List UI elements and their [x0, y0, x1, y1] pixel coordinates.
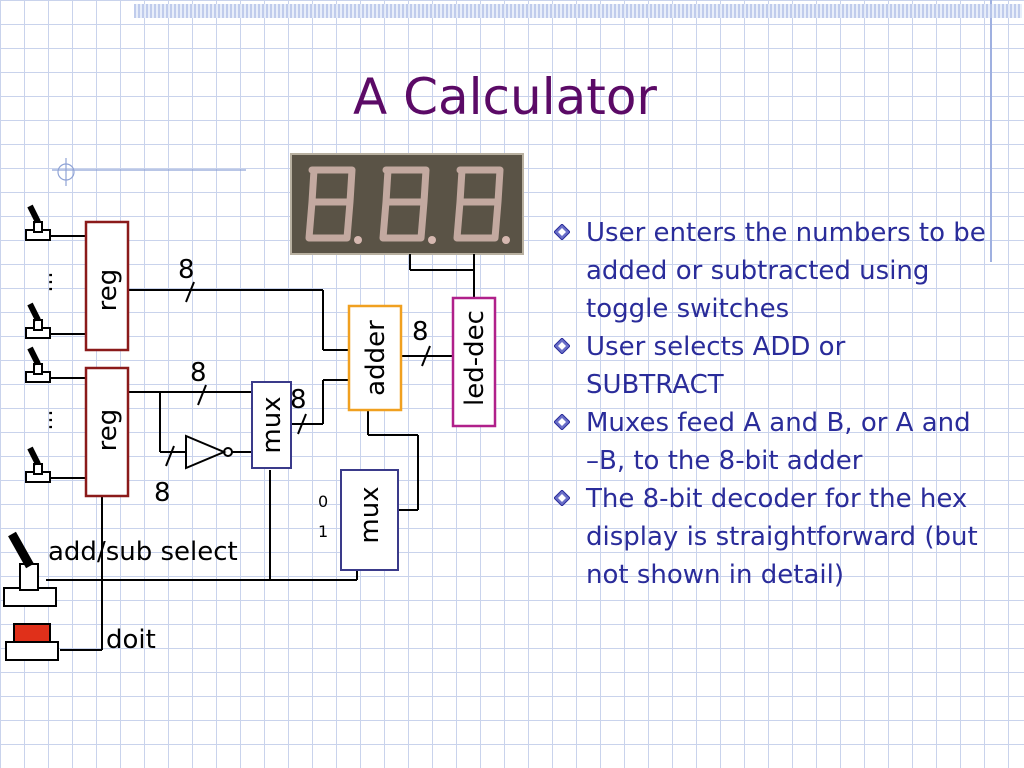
bottom-register: reg — [84, 366, 130, 498]
diamond-bullet-icon — [554, 224, 570, 240]
doit-label: doit — [106, 625, 156, 655]
bullet-text: User enters the numbers to be added or s… — [586, 218, 986, 324]
right-margin-line — [990, 0, 992, 262]
inverter-icon — [185, 434, 233, 470]
bus-width-label: 8 — [178, 255, 195, 285]
add-sub-select-switch-icon[interactable] — [3, 531, 57, 607]
bus-width-label: 8 — [412, 317, 429, 347]
adder-label: adder — [361, 320, 391, 396]
margin-decoration — [52, 158, 246, 186]
bullet-list: User enters the numbers to be added or s… — [548, 214, 988, 594]
bus-width-label: 8 — [290, 385, 307, 415]
decor-band-in-view — [134, 4, 1022, 18]
switch-ellipsis: ... — [33, 272, 58, 293]
mux-input-0-label: 0 — [318, 492, 328, 511]
calculator-diagram: reg reg mux adder led-dec mux 8 8 8 8 8 … — [3, 153, 524, 661]
wires — [46, 235, 475, 651]
bullet-item: Muxes feed A and B, or A and –B, to the … — [548, 404, 988, 480]
led-decoder: led-dec — [451, 296, 497, 428]
bullet-text: User selects ADD or SUBTRACT — [586, 332, 846, 400]
top-register: reg — [84, 220, 130, 352]
bullet-text: Muxes feed A and B, or A and –B, to the … — [586, 408, 971, 476]
toggle-switch-icon[interactable] — [25, 302, 51, 339]
mux-carry: mux — [340, 469, 399, 571]
switch-ellipsis: ... — [33, 410, 58, 431]
bullet-item: The 8-bit decoder for the hex display is… — [548, 480, 988, 594]
bottom-register-label: reg — [93, 409, 123, 452]
diamond-bullet-icon — [554, 414, 570, 430]
diamond-bullet-icon — [554, 338, 570, 354]
mux-carry-label: mux — [355, 486, 385, 543]
bullet-item: User selects ADD or SUBTRACT — [548, 328, 988, 404]
add-sub-select-label: add/sub select — [48, 537, 238, 567]
bus-width-label: 8 — [154, 478, 171, 508]
top-register-label: reg — [93, 269, 123, 312]
mux-b: mux — [251, 381, 292, 469]
toggle-switch-icon[interactable] — [25, 446, 51, 483]
mux-input-1-label: 1 — [318, 522, 328, 541]
adder: adder — [347, 304, 403, 412]
toggle-switch-icon[interactable] — [25, 204, 51, 241]
bullet-text: The 8-bit decoder for the hex display is… — [586, 484, 978, 590]
toggle-switch-icon[interactable] — [25, 346, 51, 383]
led-decoder-label: led-dec — [460, 310, 490, 406]
bus-width-label: 8 — [190, 358, 207, 388]
slide-title: A Calculator — [352, 68, 657, 126]
bullet-item: User enters the numbers to be added or s… — [548, 214, 988, 328]
mux-b-label: mux — [257, 396, 287, 453]
push-button-icon[interactable] — [5, 623, 59, 661]
diamond-bullet-icon — [554, 490, 570, 506]
seven-segment-display-icon — [290, 153, 524, 255]
